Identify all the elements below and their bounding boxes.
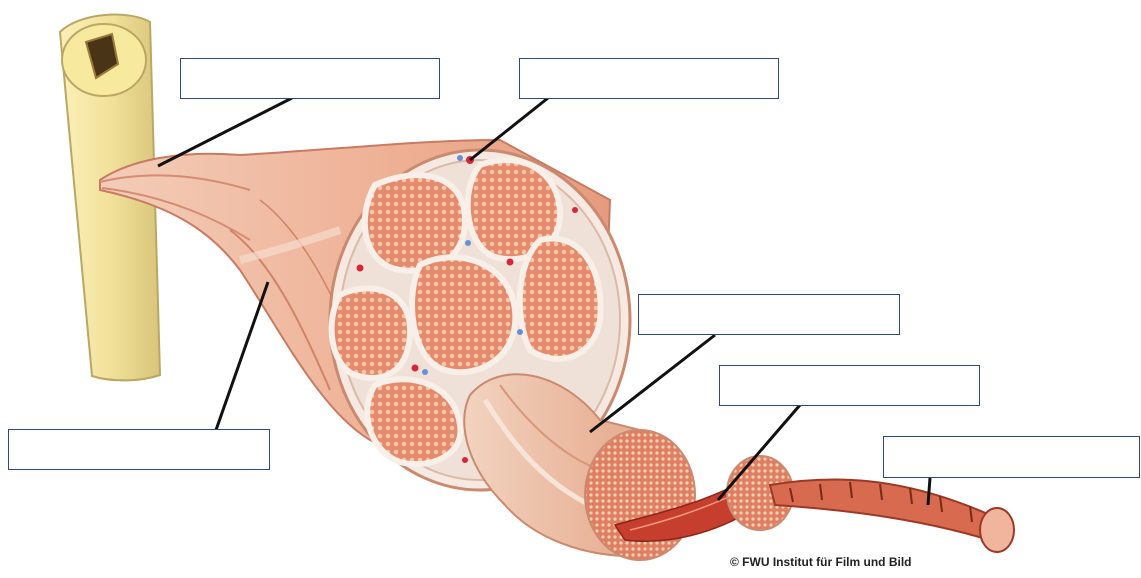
label-box-muscle-fiber[interactable] [719, 365, 980, 406]
label-box-fascicle[interactable] [638, 294, 900, 335]
label-box-tendon[interactable] [180, 58, 440, 99]
myofibril-drawing [770, 479, 1014, 552]
label-box-vessels[interactable] [519, 58, 779, 99]
copyright-notice: © FWU Institut für Film und Bild [730, 555, 911, 569]
label-box-myofibril[interactable] [883, 436, 1140, 478]
label-box-epimysium[interactable] [8, 429, 270, 470]
